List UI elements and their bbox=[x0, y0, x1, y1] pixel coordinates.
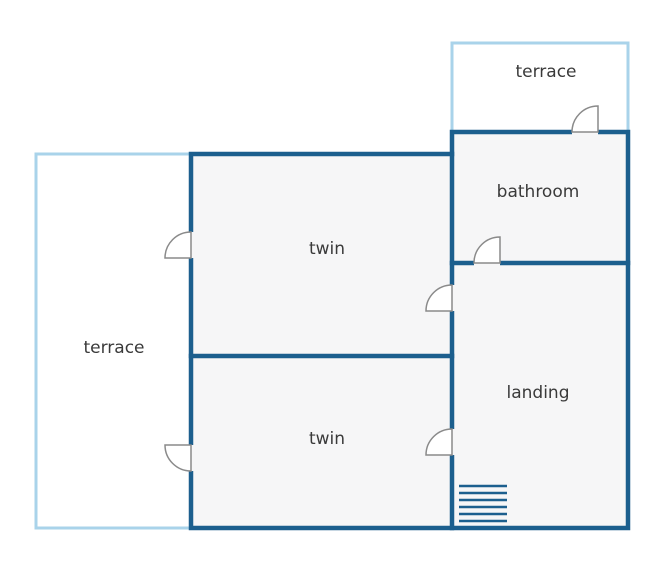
terrace-left-area bbox=[34, 152, 193, 530]
bathroom-room bbox=[452, 132, 628, 263]
stairs-icon bbox=[459, 484, 507, 523]
door-swing-icon bbox=[164, 105, 599, 472]
terrace-left-label: terrace bbox=[83, 338, 144, 358]
terrace-top-area bbox=[450, 41, 630, 134]
landing-room bbox=[452, 263, 628, 528]
terrace-top-label: terrace bbox=[515, 62, 576, 82]
twin-upper-label: twin bbox=[309, 239, 345, 259]
bathroom-label: bathroom bbox=[497, 182, 580, 202]
landing-label: landing bbox=[507, 383, 570, 403]
twin-lower-label: twin bbox=[309, 429, 345, 449]
twin-lower-room bbox=[191, 356, 452, 528]
twin-upper-room bbox=[191, 154, 452, 356]
